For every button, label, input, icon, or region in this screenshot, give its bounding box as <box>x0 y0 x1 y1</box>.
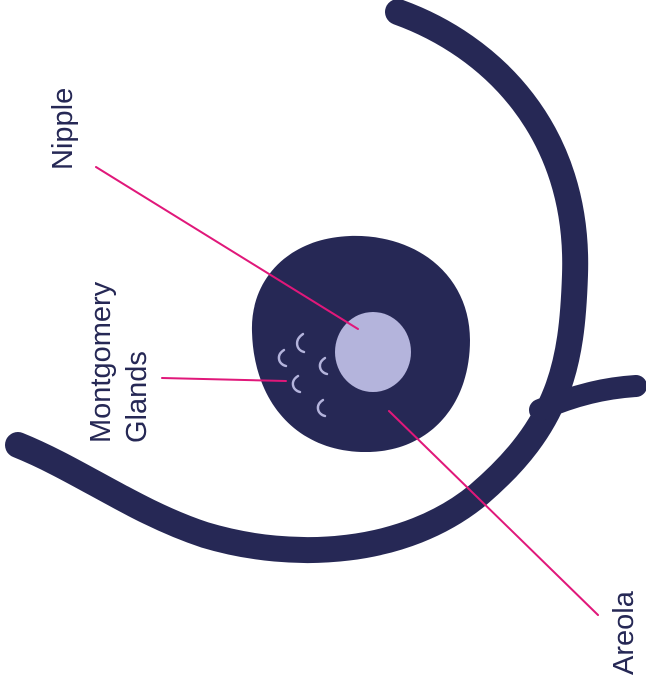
areola-label: Areola <box>608 590 640 675</box>
montgomery-label-line1: Montgomery <box>85 281 117 443</box>
nipple-shape <box>335 312 411 392</box>
areola-leader-line <box>389 411 598 615</box>
nipple-label: Nipple <box>47 88 79 170</box>
montgomery-label-line2: Glands <box>121 351 153 443</box>
